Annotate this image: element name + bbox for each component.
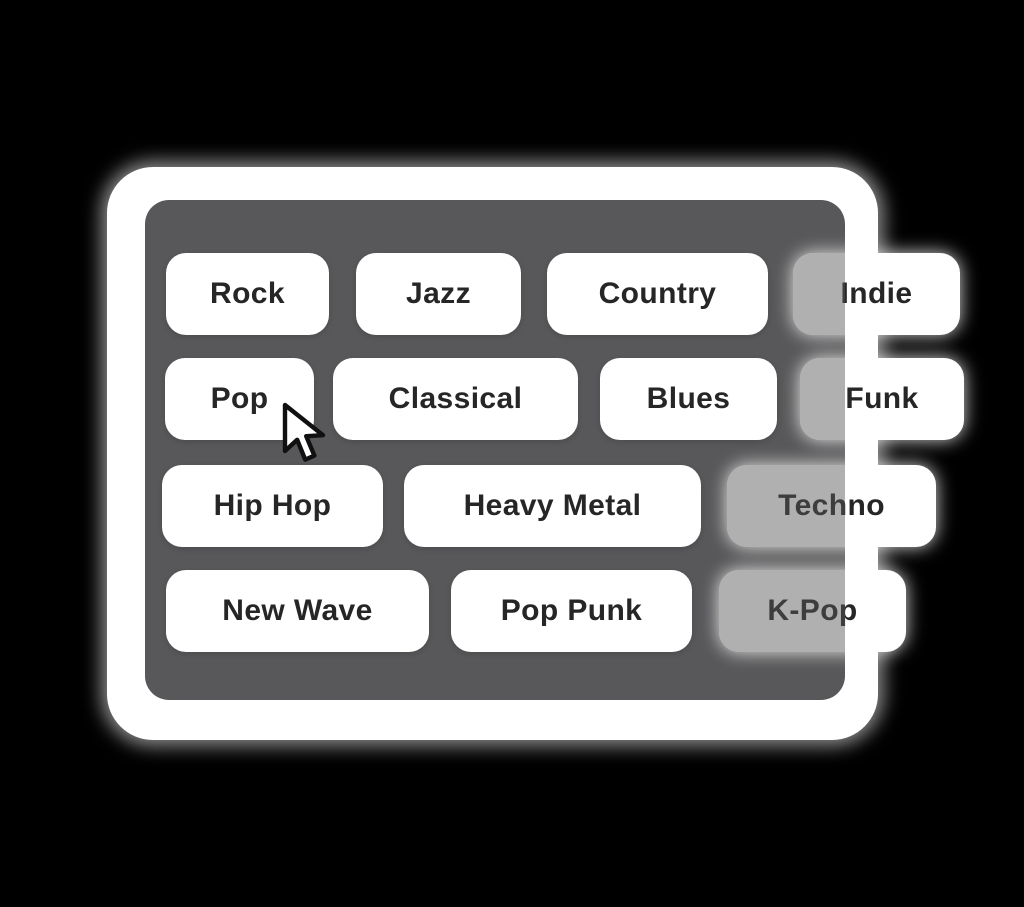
genre-pill-label: Heavy Metal [463,489,642,522]
genre-pill-label: Hip Hop [213,489,332,522]
genre-pill-rock[interactable]: Rock [166,253,329,335]
genre-pill-heavy-metal[interactable]: Heavy Metal [404,465,701,547]
genre-pill-k-pop[interactable]: K-Pop [719,570,906,652]
genre-pill-pop-punk[interactable]: Pop Punk [451,570,692,652]
genre-pill-label: Jazz [406,277,471,310]
genre-pill-blues[interactable]: Blues [600,358,777,440]
genre-pill-label: K-Pop [767,594,858,627]
genre-pill-techno[interactable]: Techno [727,465,936,547]
genre-pill-jazz[interactable]: Jazz [356,253,521,335]
genre-pill-classical[interactable]: Classical [333,358,578,440]
genre-pill-pop[interactable]: Pop [165,358,314,440]
genre-pill-label: Blues [646,382,731,415]
genre-pill-indie[interactable]: Indie [793,253,960,335]
genre-pill-country[interactable]: Country [547,253,768,335]
genre-pill-new-wave[interactable]: New Wave [166,570,429,652]
genre-pill-label: New Wave [222,594,373,627]
genre-pill-hip-hop[interactable]: Hip Hop [162,465,383,547]
genre-pill-label: Funk [845,382,919,415]
genre-pill-funk[interactable]: Funk [800,358,964,440]
genre-pill-label: Pop Punk [500,594,643,627]
genre-pill-label: Techno [778,489,885,522]
genre-pill-label: Rock [210,277,285,310]
genre-pill-label: Indie [840,277,913,310]
genre-pill-label: Pop [210,382,269,415]
genre-pill-label: Country [598,277,717,310]
genre-pill-label: Classical [388,382,523,415]
